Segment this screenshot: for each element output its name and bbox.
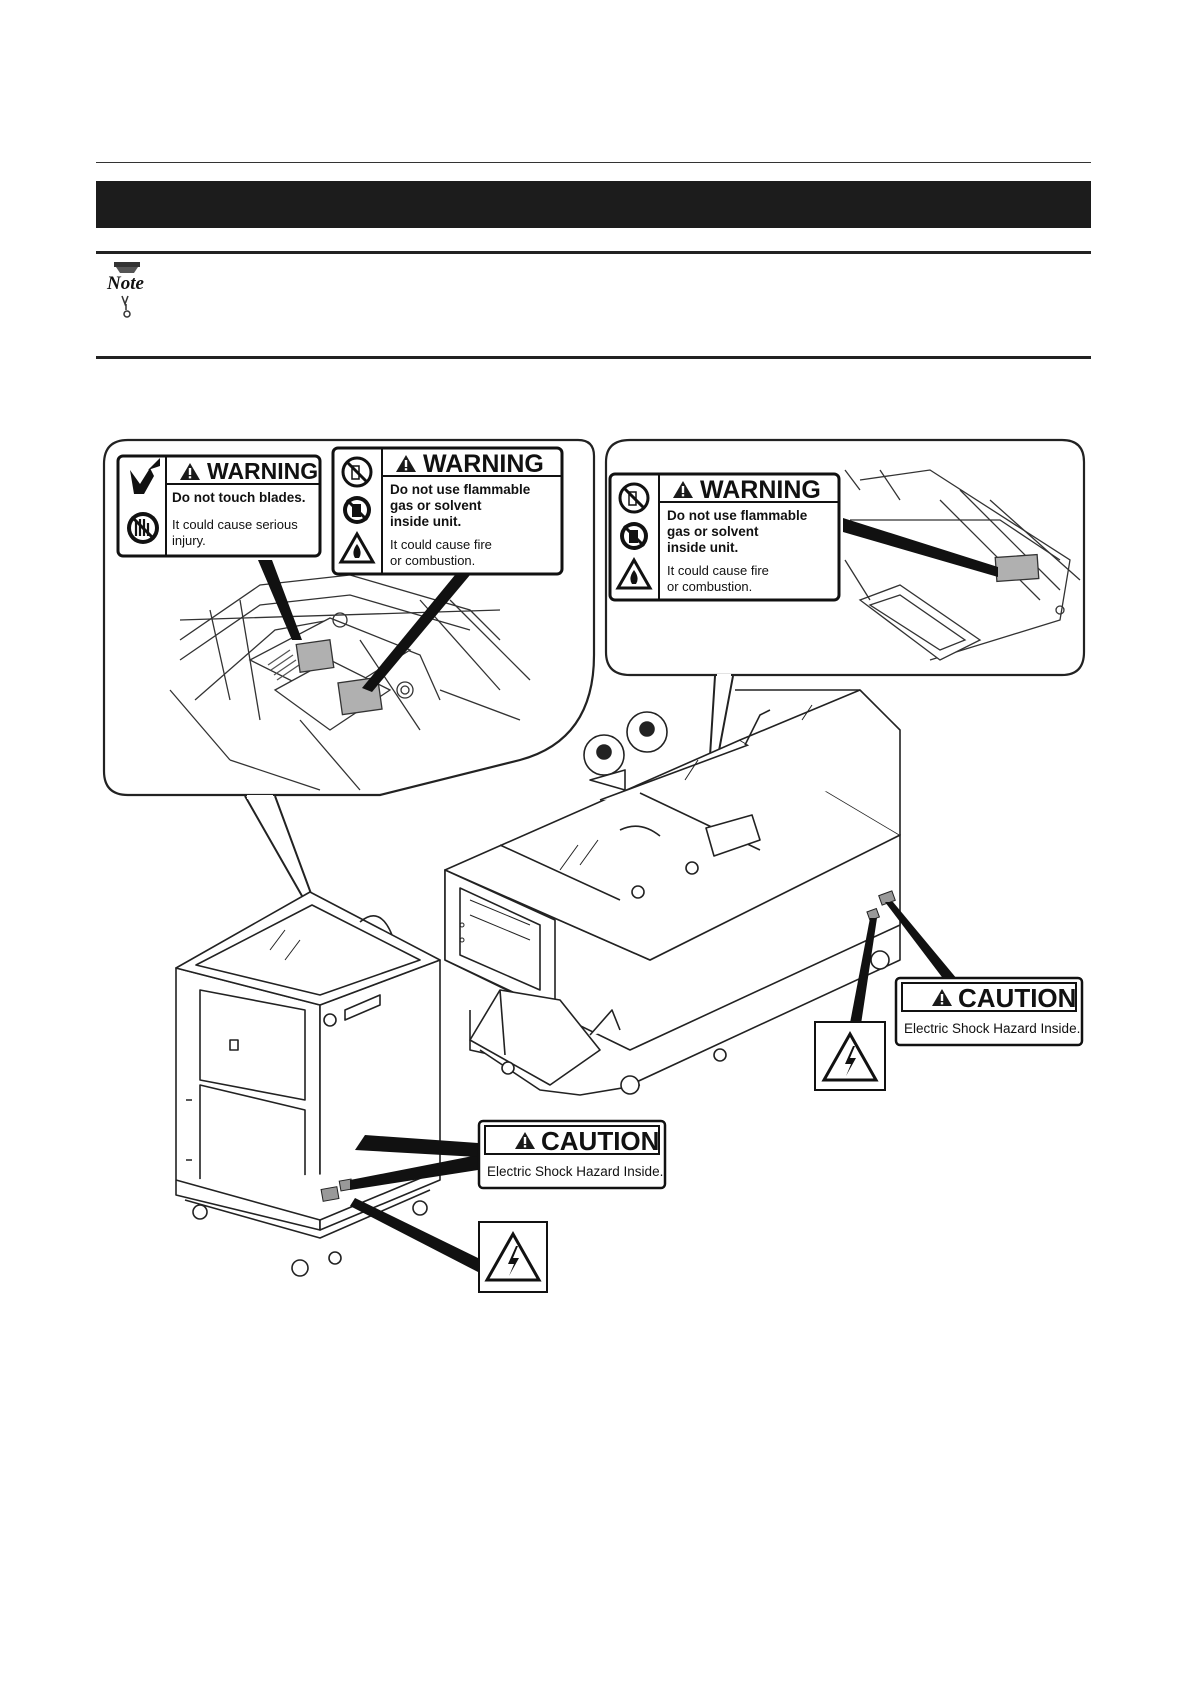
caution-label-right: CAUTION Electric Shock Hazard Inside. xyxy=(894,976,1084,1047)
electric-shock-icon xyxy=(814,1021,886,1091)
svg-text:It could cause serious: It could cause serious xyxy=(172,517,298,532)
svg-text:Electric Shock Hazard Inside.: Electric Shock Hazard Inside. xyxy=(487,1164,663,1179)
svg-text:Note: Note xyxy=(106,273,145,294)
electric-shock-icon-left xyxy=(478,1221,548,1293)
no-spray-icon xyxy=(341,456,373,488)
svg-text:gas or solvent: gas or solvent xyxy=(390,498,482,513)
note-top-rule xyxy=(96,251,1091,254)
note-icon: Note xyxy=(104,262,152,320)
section-title-bar xyxy=(96,181,1091,228)
top-rule xyxy=(96,162,1091,163)
svg-text:injury.: injury. xyxy=(172,533,206,548)
svg-text:Electric Shock Hazard Inside.: Electric Shock Hazard Inside. xyxy=(904,1021,1080,1036)
main-machine-drawing xyxy=(444,689,901,1096)
svg-text:gas or solvent: gas or solvent xyxy=(667,524,759,539)
svg-text:WARNING: WARNING xyxy=(700,476,821,504)
svg-text:Do not touch blades.: Do not touch blades. xyxy=(172,490,306,505)
warning-flammable-label-right: WARNING Do not use flammable gas or solv… xyxy=(608,472,841,602)
secondary-unit-drawing xyxy=(175,891,441,1277)
svg-text:inside unit.: inside unit. xyxy=(667,540,738,555)
svg-text:CAUTION: CAUTION xyxy=(958,983,1076,1013)
fire-icon xyxy=(338,530,376,564)
svg-text:WARNING: WARNING xyxy=(423,450,544,478)
svg-text:It could cause fire: It could cause fire xyxy=(667,563,769,578)
no-hand-icon xyxy=(127,512,159,544)
cut-hand-icon xyxy=(125,458,161,502)
svg-text:CAUTION: CAUTION xyxy=(541,1126,659,1156)
warning-blades-label: WARNING Do not touch blades. It could ca… xyxy=(116,454,322,558)
svg-text:or combustion.: or combustion. xyxy=(390,553,475,568)
svg-text:WARNING: WARNING xyxy=(207,458,318,484)
note-bottom-rule xyxy=(96,356,1091,359)
svg-text:It could cause fire: It could cause fire xyxy=(390,537,492,552)
warning-flammable-label-left: WARNING Do not use flammable gas or solv… xyxy=(331,446,564,576)
svg-text:inside unit.: inside unit. xyxy=(390,514,461,529)
svg-text:or combustion.: or combustion. xyxy=(667,579,752,594)
caution-label-left: CAUTION Electric Shock Hazard Inside. xyxy=(477,1119,667,1190)
right-bubble-machine-detail xyxy=(844,469,1081,661)
svg-text:Do not use flammable: Do not use flammable xyxy=(390,482,531,497)
no-refill-icon xyxy=(343,496,371,524)
svg-text:Do not use flammable: Do not use flammable xyxy=(667,508,808,523)
